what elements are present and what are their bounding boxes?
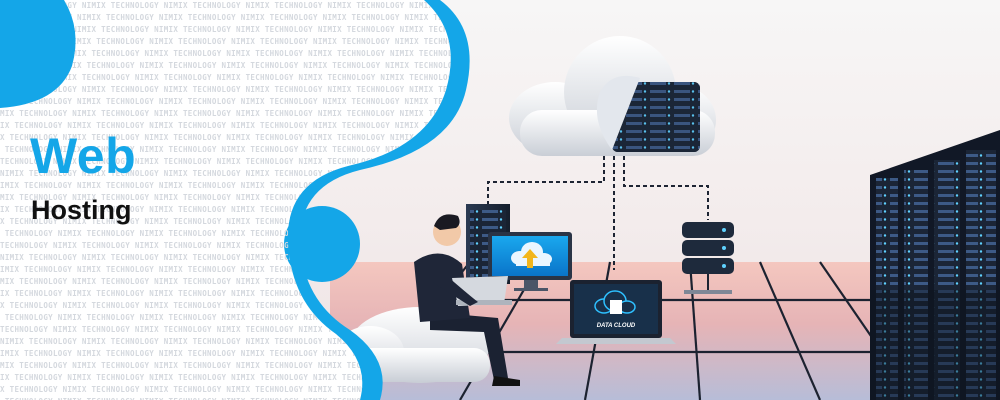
white-panel [0, 0, 451, 400]
network-links [487, 156, 709, 270]
headline: Web Hosting [30, 128, 136, 226]
server-racks [870, 130, 1000, 400]
corner-blob [0, 0, 76, 108]
title-hosting: Hosting [31, 195, 132, 225]
database-server-icon [682, 222, 734, 294]
upload-monitor-icon [488, 232, 572, 291]
data-cloud-laptop: DATA CLOUD [556, 280, 676, 344]
cloud-server-icon [509, 36, 716, 156]
title-web: Web [30, 128, 137, 184]
laptop-label: DATA CLOUD [597, 323, 636, 329]
wave-circle [284, 206, 360, 282]
